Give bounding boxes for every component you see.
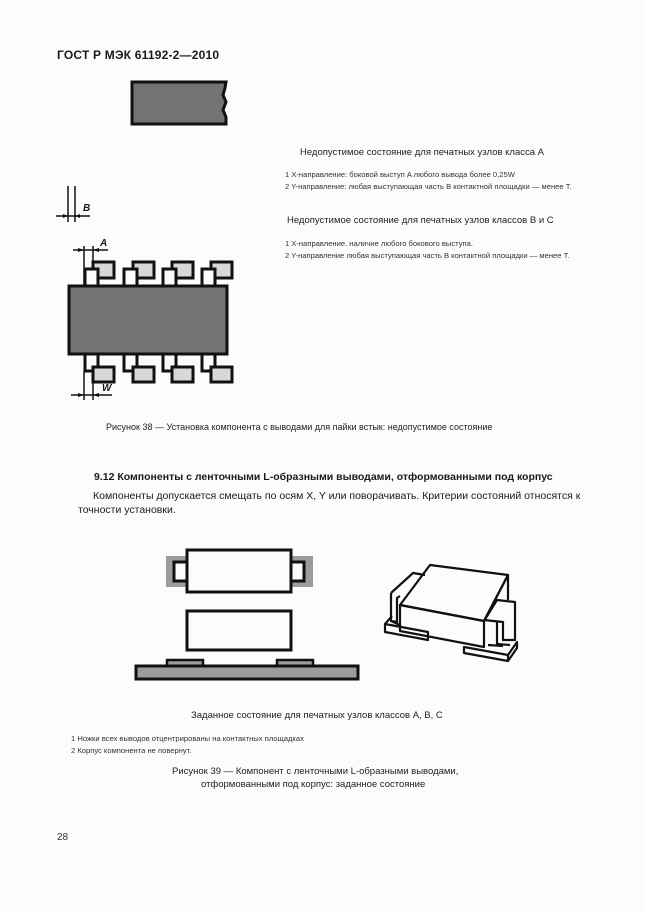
document-header: ГОСТ Р МЭК 61192-2—2010	[57, 48, 220, 62]
class-bc-note-1: 1 X-направление. наличие любого бокового…	[285, 239, 473, 248]
figure38-caption: Рисунок 38 — Установка компонента с выво…	[106, 422, 493, 432]
class-a-note-1: 1 X-направление: боковой выступ A любого…	[285, 170, 515, 179]
section-body: Компоненты допускается смещать по осям X…	[78, 490, 581, 516]
class-a-notes: 1 X-направление: боковой выступ A любого…	[271, 169, 597, 192]
class-a-note-2: 2 Y-направление: любая выступающая часть…	[285, 181, 572, 191]
class-bc-note-2: 2 Y-направление любая выступающая часть …	[285, 250, 570, 260]
dimension-label-w: W	[102, 383, 112, 394]
dimension-label-b: B	[83, 203, 91, 214]
figure39-note-2: 2 Корпус компонента не повернут.	[71, 745, 192, 755]
figure39-caption-line1: Рисунок 39 — Компонент с ленточными L-об…	[172, 766, 459, 777]
dimension-label-a: A	[100, 238, 108, 249]
page-number: 28	[57, 832, 69, 843]
figure39-notes: 1 Ножки всех выводов отцентрированы на к…	[71, 733, 304, 756]
section-title: 9.12 Компоненты с ленточными L-образными…	[94, 471, 553, 483]
figure39-state-title: Заданное состояние для печатных узлов кл…	[191, 710, 443, 721]
figure39-caption-line2: отформованными под корпус: заданное сост…	[201, 779, 426, 790]
class-bc-notes: 1 X-направление. наличие любого бокового…	[271, 238, 597, 261]
figure39-note-1: 1 Ножки всех выводов отцентрированы на к…	[71, 734, 304, 743]
class-bc-title: Недопустимое состояние для печатных узло…	[287, 215, 554, 226]
class-a-title: Недопустимое состояние для печатных узло…	[300, 147, 545, 158]
